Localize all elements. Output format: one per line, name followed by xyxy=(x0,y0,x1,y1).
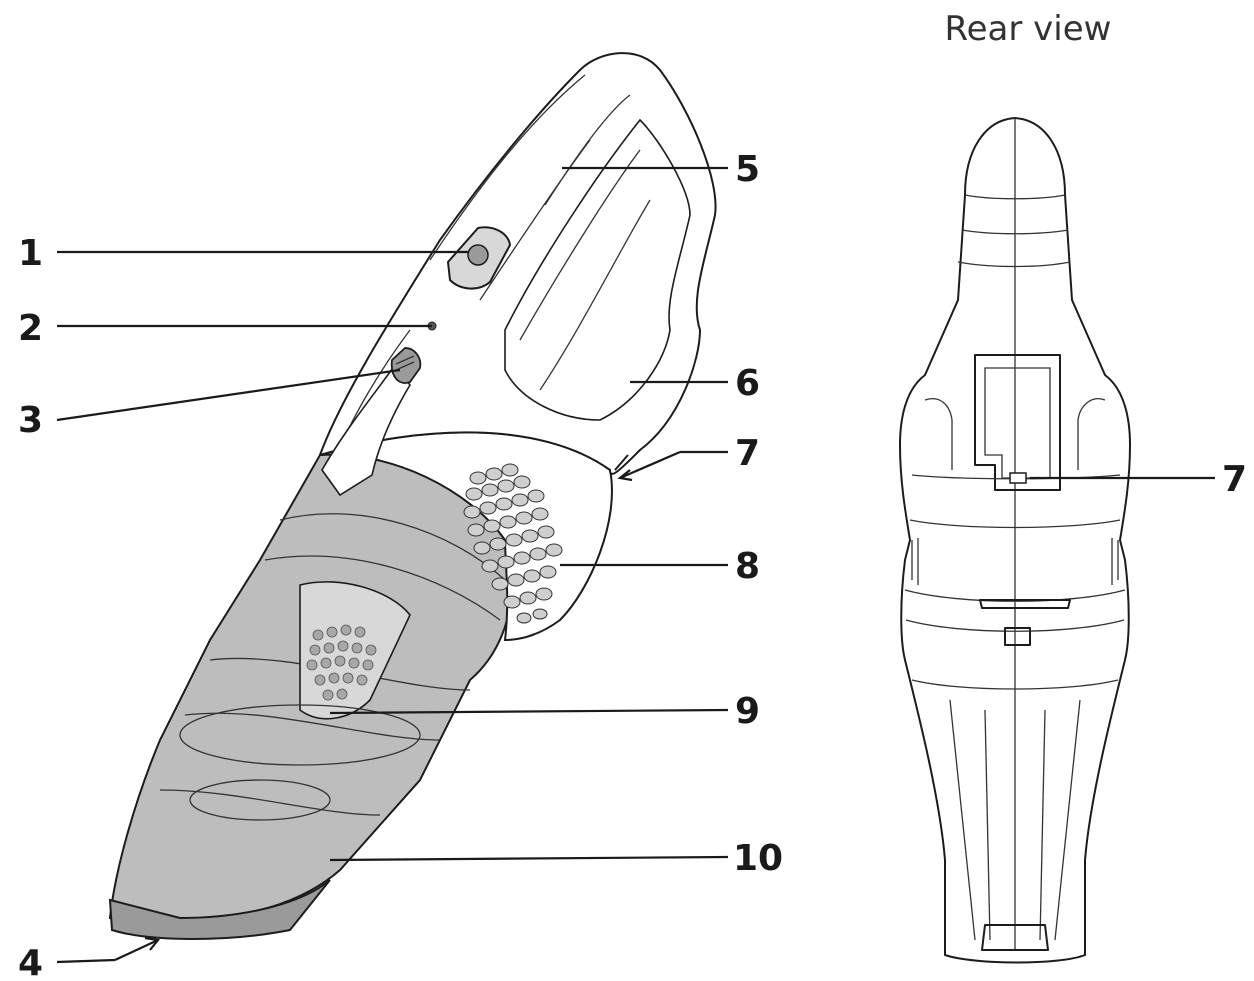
callout-4: 4 xyxy=(18,936,161,981)
release-button[interactable] xyxy=(390,347,422,384)
callout-label: 10 xyxy=(733,838,783,879)
callout-label: 2 xyxy=(18,308,43,349)
callout-8: 8 xyxy=(560,546,760,587)
callout-1: 1 xyxy=(18,233,468,274)
callout-5: 5 xyxy=(562,149,760,190)
callout-label: 3 xyxy=(18,400,43,441)
rear-battery-pack xyxy=(974,354,1061,491)
callout-label: 7 xyxy=(735,433,760,474)
power-switch[interactable] xyxy=(446,226,512,290)
filter-mesh xyxy=(306,624,377,701)
rear-charging-port xyxy=(1009,472,1027,484)
callout-2: 2 xyxy=(18,308,432,349)
callout-7: 7 xyxy=(617,433,760,482)
callout-10: 10 xyxy=(329,838,783,879)
callout-label: 8 xyxy=(735,546,760,587)
vacuum-rear-view xyxy=(899,117,1131,964)
callout-label: 4 xyxy=(18,943,43,981)
nozzle-tip xyxy=(108,879,331,940)
rear-handle xyxy=(899,117,1131,964)
charging-port xyxy=(614,454,629,471)
rear-view-title: Rear view xyxy=(945,9,1112,49)
vacuum-side-view xyxy=(108,52,717,940)
callout-9: 9 xyxy=(329,691,760,732)
callout-label: 9 xyxy=(735,691,760,732)
callout-label: 5 xyxy=(735,149,760,190)
handle-grip-opening xyxy=(504,118,691,421)
callout-label: 6 xyxy=(735,363,760,404)
callout-3: 3 xyxy=(18,368,401,441)
callout-label: 7 xyxy=(1222,459,1247,500)
callout-label: 1 xyxy=(18,233,43,274)
callout-6: 6 xyxy=(630,363,760,404)
rear-callout-7: 7 xyxy=(1030,459,1247,500)
air-vents xyxy=(463,463,563,624)
